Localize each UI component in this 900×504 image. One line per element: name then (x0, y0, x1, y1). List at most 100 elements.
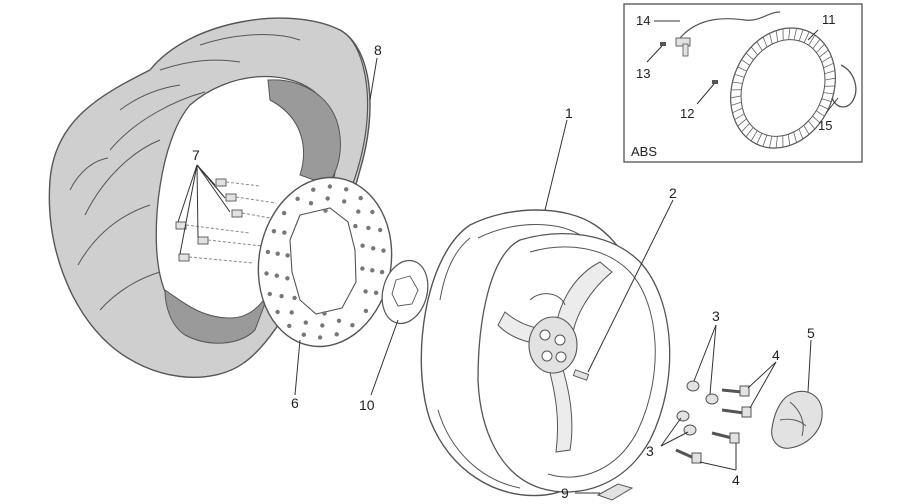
disc-hole (325, 196, 330, 201)
brake-disc (257, 176, 393, 348)
disc-hole (353, 223, 358, 229)
tone-ring-tooth (745, 52, 754, 61)
disc-hole (342, 199, 347, 204)
tone-ring-tooth (787, 134, 791, 146)
tone-ring-tooth (815, 110, 825, 117)
callout-1: 1 (565, 105, 573, 121)
callout-3a: 3 (712, 308, 720, 324)
disc-hole (320, 323, 325, 328)
tone-ring-tooth (756, 41, 763, 51)
tone-ring-tooth (775, 30, 779, 42)
wheel-rim (420, 209, 671, 497)
disc-hole (311, 187, 316, 192)
leader-lines (177, 20, 839, 494)
abs-inset-label: ABS (631, 144, 657, 159)
disc-hole (303, 320, 308, 325)
tone-ring-tooth (812, 38, 821, 49)
disc-hole (274, 273, 279, 278)
tone-ring-tooth (803, 125, 810, 135)
callout-12: 12 (680, 106, 694, 121)
tone-ring-tooth (816, 43, 825, 53)
tone-ring-tooth (741, 123, 750, 133)
tone-ring-tooth (750, 46, 758, 56)
callout-3b: 3 (646, 443, 654, 459)
tone-ring-tooth (803, 31, 810, 43)
disc-hole (323, 208, 328, 213)
disc-hole (370, 209, 375, 215)
tone-ring-tooth (823, 62, 834, 69)
tone-ring-tooth (821, 98, 832, 102)
callout-10: 10 (359, 397, 375, 413)
hub-cap (771, 390, 823, 449)
tone-ring-tooth (762, 36, 768, 48)
tone-ring-tooth (812, 115, 821, 124)
tone-ring-tooth (756, 133, 763, 145)
disc-hole (282, 230, 287, 235)
disc-hole (363, 308, 369, 314)
disc-hole (336, 318, 342, 323)
disc-hole (360, 243, 365, 248)
disc-hole (292, 295, 297, 301)
tone-ring-tooth (819, 49, 829, 58)
callout-15: 15 (818, 118, 832, 133)
disc-hole (265, 249, 271, 255)
disc-hole (301, 332, 306, 337)
tone-ring-tooth (734, 113, 745, 121)
tone-ring-tooth (798, 29, 804, 42)
disc-hole (379, 269, 385, 275)
disc-hole (317, 335, 323, 340)
callout-14: 14 (636, 13, 650, 28)
callout-5: 5 (807, 325, 815, 341)
tone-ring-tooth (762, 134, 768, 147)
tone-ring-tooth (793, 28, 797, 40)
disc-hole (366, 225, 371, 231)
disc-hole (370, 268, 375, 273)
disc-hole (360, 266, 365, 271)
callout-9: 9 (561, 485, 569, 501)
tone-ring-tooth (734, 74, 745, 78)
tone-ring-tooth (798, 128, 804, 140)
tone-ring-tooth (819, 104, 829, 110)
disc-hole (287, 323, 292, 329)
callout-2: 2 (669, 185, 677, 201)
callout-4b: 4 (732, 472, 740, 488)
disc-hole (327, 184, 333, 189)
disc-hole (363, 289, 368, 294)
tone-ring-tooth (808, 34, 816, 46)
disc-hole (285, 276, 290, 281)
disc-hole (371, 246, 376, 251)
tone-ring-tooth (821, 55, 832, 63)
callout-6: 6 (291, 395, 299, 411)
tone-ring-tooth (732, 107, 743, 114)
washers-and-screws (675, 380, 752, 464)
disc-hole (350, 323, 355, 328)
disc-hole (373, 290, 379, 295)
disc-hole (344, 187, 349, 192)
disc-hole (264, 271, 269, 276)
disc-hole (381, 248, 386, 253)
wheel-clip (596, 483, 634, 501)
tone-ring-tooth (730, 95, 742, 99)
disc-hole (267, 291, 272, 297)
valve-stem (572, 369, 590, 381)
callout-7: 7 (192, 147, 200, 163)
tone-ring-tooth (808, 120, 816, 130)
tone-ring-tooth (824, 77, 836, 81)
tone-ring-tooth (737, 66, 747, 72)
callout-13: 13 (636, 66, 650, 81)
disc-hole (275, 251, 280, 256)
tone-ring-tooth (741, 59, 751, 66)
callout-labels: 1 2 3 3 4 4 5 6 7 8 9 10 11 12 13 14 15 … (192, 12, 836, 501)
disc-hole (308, 201, 314, 206)
tone-ring-tooth (793, 131, 797, 143)
callout-11: 11 (822, 12, 836, 27)
tone-ring-tooth (769, 136, 773, 148)
tone-ring-tooth (732, 81, 743, 84)
callout-8: 8 (374, 42, 382, 58)
disc-hole (279, 293, 284, 299)
disc-hole (275, 309, 280, 315)
tone-ring-tooth (824, 70, 836, 75)
tone-ring-tooth (737, 118, 747, 127)
disc-hole (356, 209, 361, 214)
